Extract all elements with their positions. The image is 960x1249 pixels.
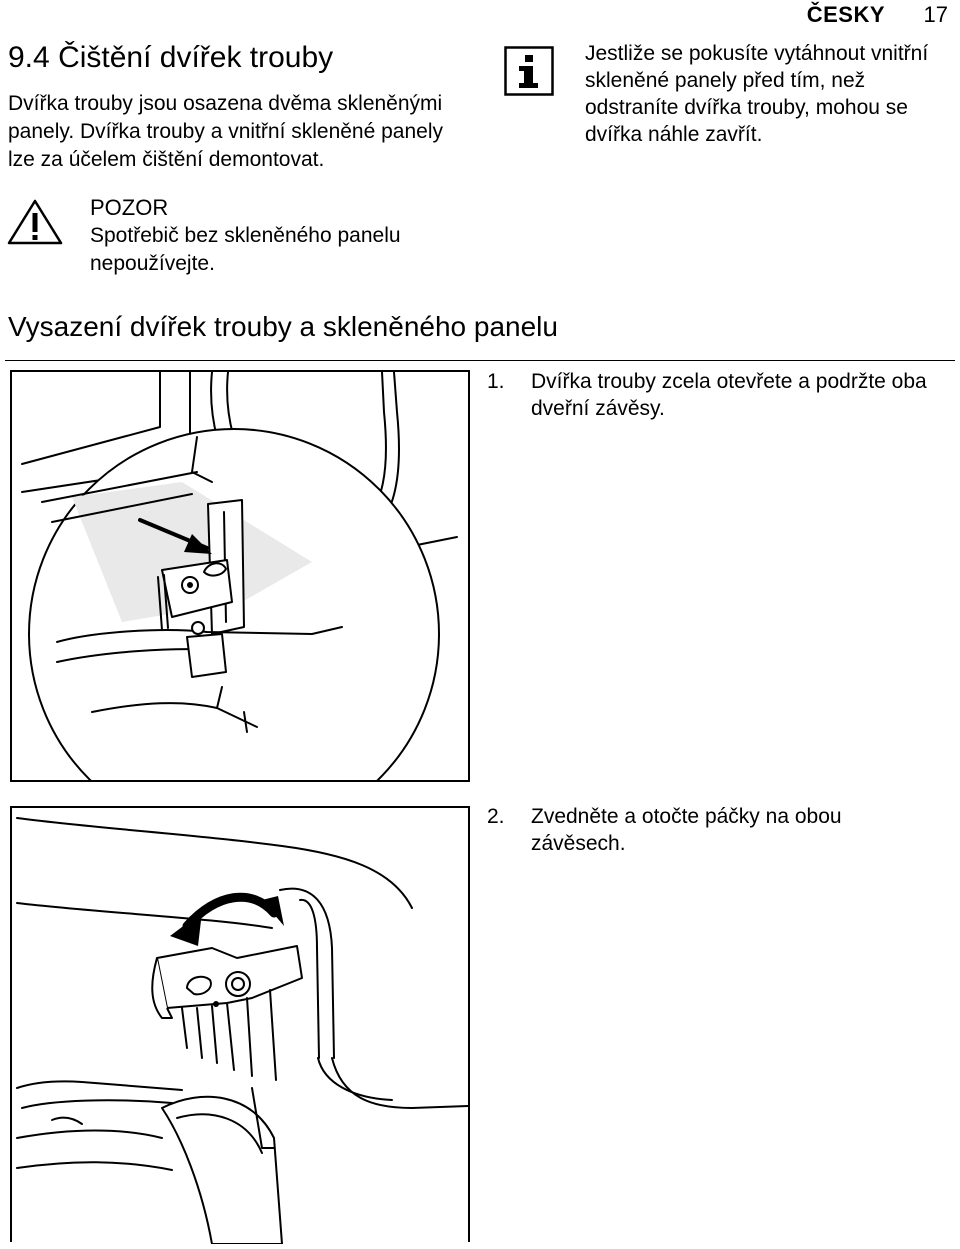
info-icon — [504, 46, 554, 96]
hinge-illustration-1 — [21, 371, 458, 840]
section-number: 9.4 — [8, 41, 50, 74]
step-2-number: 2. — [487, 805, 505, 828]
step-1-text: Dvířka trouby zcela otevřete a podržte o… — [531, 370, 927, 420]
section-title: 9.4 Čištění dvířek trouby — [8, 40, 333, 76]
section-title-text: Čištění dvířek trouby — [58, 41, 334, 74]
section-intro: Dvířka trouby jsou osazena dvěma skleněn… — [8, 92, 444, 171]
warning-title: POZOR — [90, 195, 169, 220]
subsection-title: Vysazení dvířek trouby a skleněného pane… — [8, 311, 558, 342]
figure-door-hinge-open — [10, 370, 470, 840]
warning-text: Spotřebič bez skleněného panelu nepoužív… — [90, 224, 401, 275]
info-text: Jestliže se pokusíte vytáhnout vnitřní s… — [585, 42, 929, 146]
step-1-number: 1. — [487, 370, 505, 393]
hinge-illustration-2 — [16, 817, 469, 1245]
step-1: 1. Dvířka trouby zcela otevřete a podržt… — [487, 368, 947, 422]
header-language: ČESKY — [806, 2, 885, 27]
step-2-text: Zvedněte a otočte páčky na obou závěsech… — [531, 805, 842, 855]
step-2: 2. Zvedněte a otočte páčky na obou závěs… — [487, 803, 927, 857]
figure-lever-rotation — [10, 806, 470, 1245]
warning-triangle-icon — [7, 199, 63, 245]
section-divider — [5, 360, 955, 361]
page-number: 17 — [923, 2, 948, 27]
